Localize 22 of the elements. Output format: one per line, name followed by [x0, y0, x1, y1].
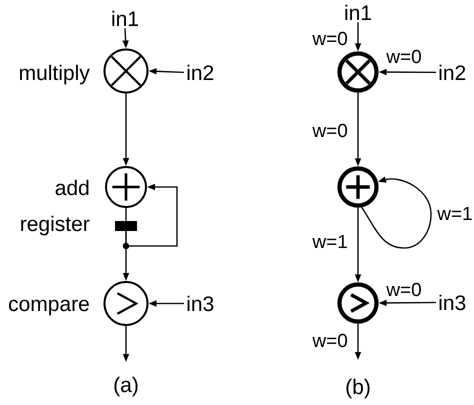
component-label: multiply [20, 64, 90, 84]
input-label: in2 [188, 64, 214, 80]
filled-bar [115, 221, 137, 231]
panel-label: (b) [346, 378, 370, 398]
edge-label: w=0 [312, 32, 348, 46]
input-label: in1 [345, 4, 371, 20]
input-label: in2 [440, 64, 466, 80]
edge-label: w=0 [386, 50, 421, 64]
component-label: compare [9, 300, 89, 316]
component-label: add [56, 180, 88, 196]
input-label: in3 [440, 294, 466, 310]
arrow [361, 176, 432, 249]
component-label: register [21, 216, 90, 236]
edge-label: w=0 [312, 124, 348, 138]
edge-label: w=1 [437, 206, 472, 220]
edge-label: w=0 [386, 282, 421, 296]
input-label: in3 [188, 296, 214, 312]
edge-label: w=1 [312, 234, 347, 248]
panel-label: (a) [114, 376, 138, 396]
edge-label: w=0 [312, 334, 348, 348]
input-label: in1 [112, 10, 138, 26]
connector-line [125, 208, 127, 221]
